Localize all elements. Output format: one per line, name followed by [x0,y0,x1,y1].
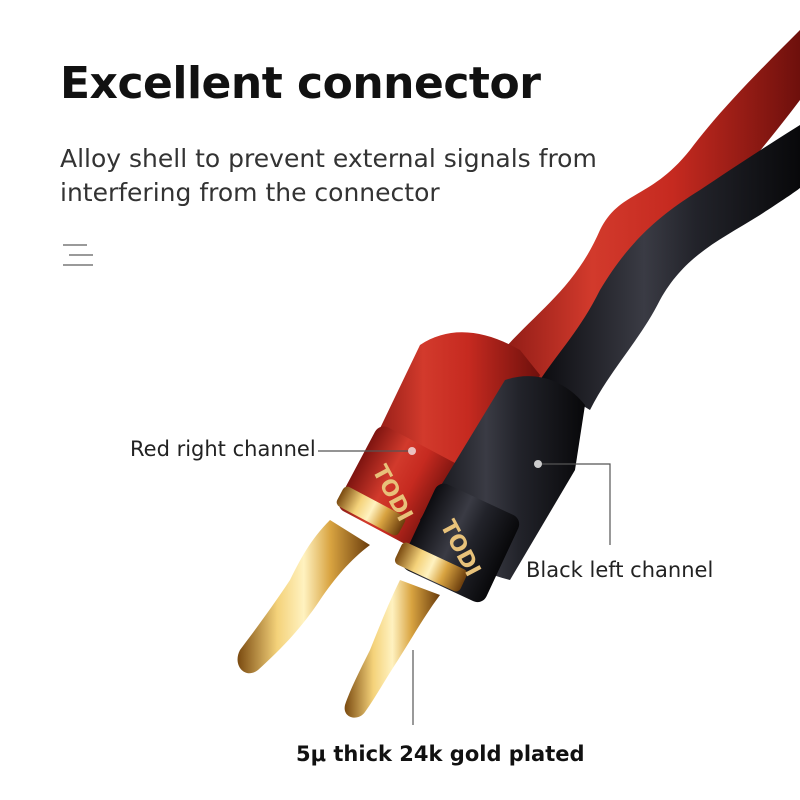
black-gold-ring [394,542,468,592]
red-gold-ring [336,486,406,536]
menu-lines-icon [63,242,93,268]
subtitle-line-1: Alloy shell to prevent external signals … [60,144,597,173]
red-callout-dot [408,447,416,455]
page-title: Excellent connector [60,58,541,109]
gold-plated-label: 5μ thick 24k gold plated [296,742,585,766]
black-channel-label: Black left channel [526,558,714,582]
black-callout-line [540,463,611,545]
red-channel-label: Red right channel [130,437,316,461]
black-cable [540,125,800,410]
red-banana-pin [237,520,370,674]
subtitle-line-2: interfering from the connector [60,178,440,207]
subtitle: Alloy shell to prevent external signals … [60,142,620,210]
black-banana-pin [344,580,440,718]
red-cable [480,30,800,420]
black-callout-dot [534,460,542,468]
